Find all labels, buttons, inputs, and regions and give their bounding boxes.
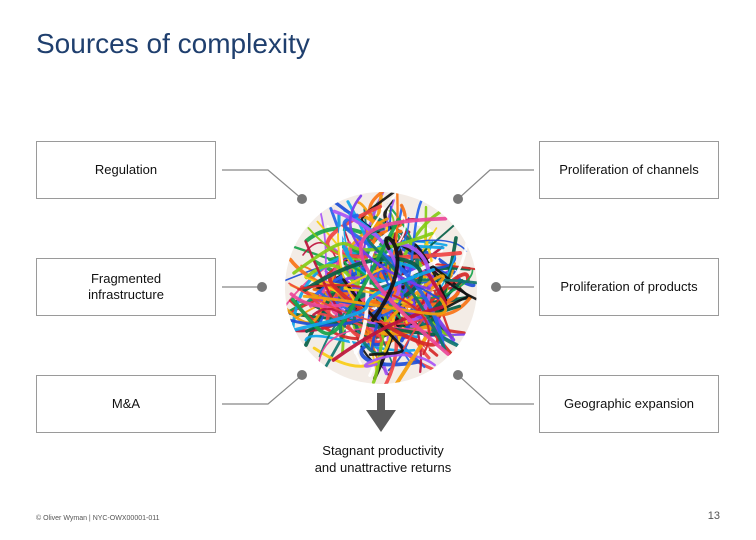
box-geographic-expansion: Geographic expansion [539, 375, 719, 433]
result-line-2: and unattractive returns [314, 460, 452, 475]
yarn-strand [373, 324, 432, 384]
connector-dot [453, 370, 463, 380]
box-proliferation-of-products: Proliferation of products [539, 258, 719, 316]
footer-copyright: © Oliver Wyman | NYC-OWX00001-011 [36, 515, 160, 522]
yarn-strand [318, 241, 353, 298]
box-label: Regulation [94, 162, 158, 177]
box-fragmented-infrastructure: Fragmented infrastructure [36, 258, 216, 316]
box-label: Geographic expansion [563, 396, 695, 411]
connector-dot [453, 194, 463, 204]
box-proliferation-of-channels: Proliferation of channels [539, 141, 719, 199]
page-number: 13 [707, 510, 720, 522]
yarn-strand [331, 269, 447, 362]
box-label: Proliferation of channels [559, 162, 699, 177]
yarn-strand [317, 326, 433, 365]
box-label: Fragmented infrastructure [88, 271, 164, 302]
yarn-strand [290, 217, 401, 336]
connector-geographic [457, 374, 534, 405]
result-text: Stagnant productivity and unattractive r… [283, 442, 483, 476]
connector-channels [457, 169, 534, 200]
box-label: M&A [111, 396, 141, 411]
yarn-strand [349, 194, 431, 290]
connector-regulation [222, 169, 303, 200]
slide-title: Sources of complexity [36, 28, 310, 59]
box-label: Proliferation of products [560, 279, 698, 294]
down-arrow-icon [366, 393, 396, 432]
yarn-strand [302, 294, 448, 316]
connector-dot [257, 282, 267, 292]
yarn-strand [371, 236, 400, 322]
box-regulation: Regulation [36, 141, 216, 199]
yarn-strand [388, 241, 433, 323]
result-line-1: Stagnant productivity [322, 443, 444, 458]
connector-dot [491, 282, 501, 292]
connector-m-and-a [222, 374, 303, 405]
box-m-and-a: M&A [36, 375, 216, 433]
yarn-strand [359, 216, 450, 356]
connector-dot [297, 194, 307, 204]
connector-dot [297, 370, 307, 380]
yarn-strand [363, 353, 436, 368]
